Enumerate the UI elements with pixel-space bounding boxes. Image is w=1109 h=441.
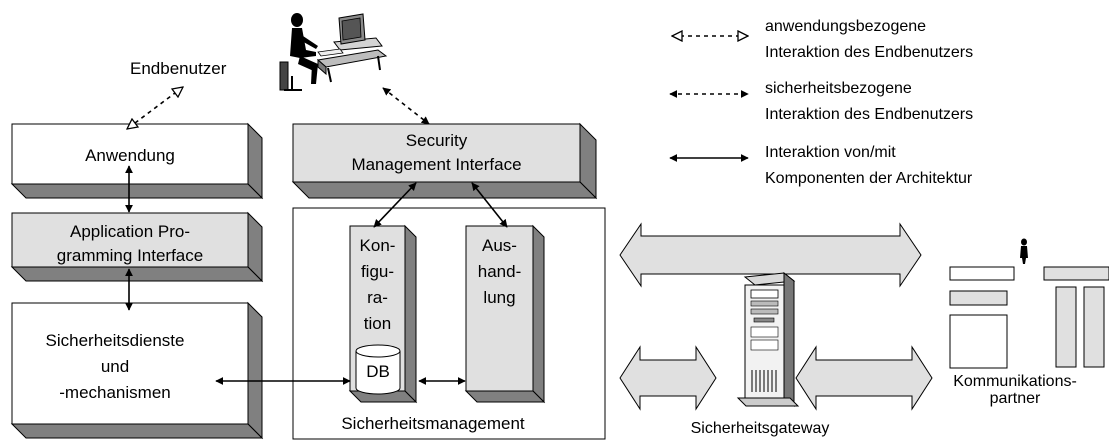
api-box (10, 211, 264, 283)
konfiguration-label-4: tion (363, 314, 392, 333)
arrow-smi-konfiguration (373, 182, 417, 228)
database-icon (355, 344, 401, 395)
endbenutzer-label: Endbenutzer (130, 59, 227, 78)
security-management-interface-box (291, 122, 598, 200)
api-label-line2: gramming Interface (56, 246, 204, 265)
gateway-label: Sicherheitsgateway (690, 420, 830, 437)
big-arrow-top (619, 222, 922, 288)
aushandlung-label-2: hand- (477, 262, 522, 281)
user-at-computer-icon (279, 13, 388, 91)
legend-sec-line2: Interaktion des Endbenutzers (765, 106, 974, 123)
legend-comp-line2: Komponenten der Architektur (765, 170, 973, 187)
sicherheitsdienste-label-line2: und (100, 357, 130, 376)
big-arrow-gateway-right (795, 345, 933, 411)
smi-label-line1: Security (405, 131, 468, 150)
api-label-line1: Application Pro- (69, 222, 190, 241)
arrow-user-anwendung (127, 87, 183, 129)
aushandlung-label-1: Aus- (482, 236, 517, 255)
db-label: DB (366, 362, 390, 381)
legend-comp-line1: Interaktion von/mit (765, 144, 896, 161)
communication-partner-icon (949, 238, 1109, 369)
sicherheitsdienste-box (10, 301, 264, 440)
arrow-user-smi (382, 87, 430, 125)
sicherheitsdienste-label-line3: -mechanismen (59, 383, 171, 402)
legend-app-line2: Interaktion des Endbenutzers (765, 44, 974, 61)
anwendung-label: Anwendung (85, 146, 175, 165)
konfiguration-label-1: Kon- (359, 236, 396, 255)
konfiguration-label-2: figu- (360, 262, 395, 281)
partner-label-line1: Kommunikations- (953, 373, 1077, 390)
legend-sec-line1: sicherheitsbezogene (765, 80, 912, 97)
aushandlung-box (464, 224, 546, 404)
aushandlung-label-3: lung (483, 288, 516, 307)
konfiguration-label-3: ra- (367, 288, 388, 307)
legend-app-line1: anwendungsbezogene (765, 18, 927, 35)
arrow-smi-aushandlung (471, 182, 508, 228)
smi-label-line2: Management Interface (351, 155, 522, 174)
sicherheitsdienste-label-line1: Sicherheitsdienste (45, 331, 185, 350)
partner-label-line2: partner (989, 390, 1041, 407)
sicherheitsmanagement-frame (292, 207, 606, 440)
sicherheitsmanagement-label: Sicherheitsmanagement (341, 414, 525, 433)
server-icon (736, 271, 800, 408)
anwendung-box (10, 122, 264, 200)
big-arrow-left-gateway (619, 345, 717, 411)
